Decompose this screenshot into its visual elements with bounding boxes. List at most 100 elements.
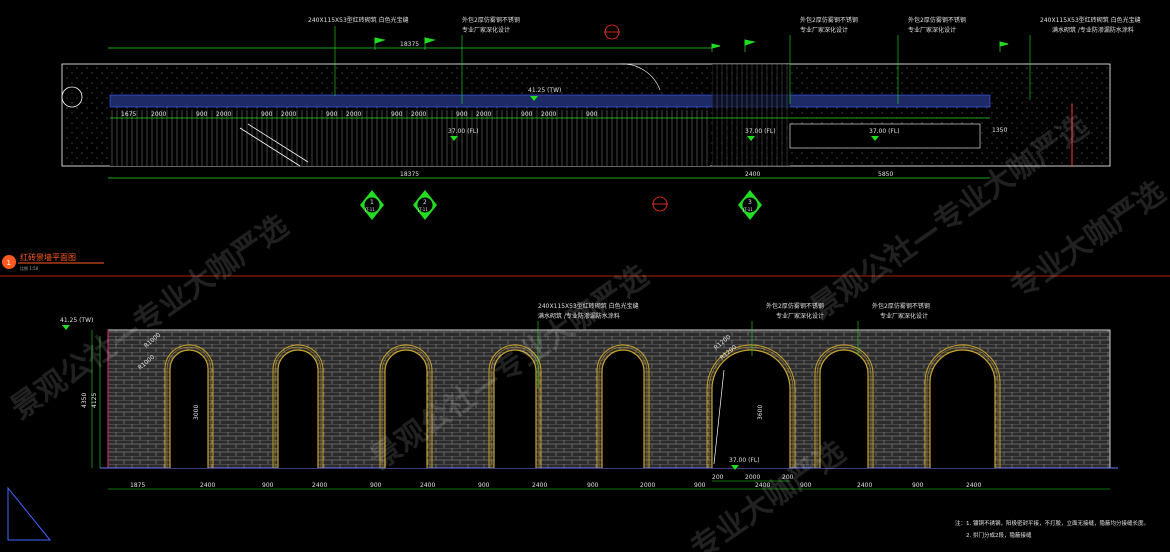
elevation-opening-width: 2000 bbox=[745, 474, 760, 481]
plan-dim-top-label: 18375 bbox=[400, 41, 419, 48]
plan-mid-dim-label: 900 bbox=[261, 111, 273, 118]
plan-door-arc bbox=[619, 63, 661, 91]
elevation-level-tw: 41.25 (TW) bbox=[60, 317, 93, 324]
plan-title-badge bbox=[2, 255, 16, 269]
plan-dim-bottom-mid: 2400 bbox=[745, 171, 760, 178]
arch-7 bbox=[814, 344, 874, 468]
plan-mid-dim-label: 2000 bbox=[216, 111, 231, 118]
elevation-height-3600: 3600 bbox=[757, 405, 764, 420]
plan-mid-dim-label: 900 bbox=[456, 111, 468, 118]
plan-section-marker-3: 3 JT-11 bbox=[738, 190, 762, 220]
elevation-level-fl-marker bbox=[731, 465, 739, 470]
elevation-height-3000: 3000 bbox=[193, 405, 200, 420]
elevation-bottom-dim-label: 2000 bbox=[640, 482, 655, 489]
plan-title-badge-number: 1 bbox=[7, 259, 11, 267]
elevation-label-steel-1: 外包2厚仿雾钢不锈钢 bbox=[766, 302, 824, 310]
elevation-level-fl: 37.00 (FL) bbox=[729, 457, 760, 464]
arch-8 bbox=[924, 344, 1001, 468]
elevation-arches bbox=[164, 344, 1001, 468]
watermark-text-5: 专业大咖严选 bbox=[1005, 175, 1170, 307]
plan-hatch-area-right bbox=[712, 64, 790, 166]
elevation-label-steel-2: 外包2厚仿雾钢不锈钢 bbox=[872, 302, 930, 310]
svg-text:JT-11: JT-11 bbox=[417, 207, 428, 212]
notes-line-2: 2. 拱门分成2段，隐蔽接缝 bbox=[966, 531, 1032, 539]
plan-level-fl-3: 37.00 (FL) bbox=[869, 128, 900, 135]
elevation-level-tw-marker bbox=[62, 325, 70, 330]
plan-diagonal-ramp-2 bbox=[247, 123, 309, 163]
elevation-bottom-dim-label: 2400 bbox=[966, 482, 981, 489]
plan-level-fl-1: 37.00 (FL) bbox=[448, 128, 479, 135]
elevation-view: 41.25 (TW) 37.00 (FL) 4350 4125 3000 360… bbox=[60, 302, 1118, 490]
plan-label-steel-3: 外包2厚仿雾钢不锈钢 bbox=[908, 16, 966, 24]
svg-text:1: 1 bbox=[370, 199, 374, 206]
plan-flag-markers bbox=[374, 37, 1009, 52]
plan-section-marker-2: 2 JT-11 bbox=[413, 190, 437, 220]
elevation-bottom-dim-label: 900 bbox=[587, 482, 599, 489]
arch-4 bbox=[488, 344, 542, 468]
plan-mid-dim-label: 2000 bbox=[411, 111, 426, 118]
svg-text:JT-11: JT-11 bbox=[742, 207, 753, 212]
plan-level-fl-3-marker bbox=[871, 136, 879, 141]
arch-6 bbox=[706, 344, 796, 468]
arch-2 bbox=[272, 344, 324, 468]
svg-text:3: 3 bbox=[748, 199, 752, 206]
plan-level-fl-1-marker bbox=[450, 136, 458, 141]
elevation-label-brick: 240X115X53型红砖砌筑 白色光宝缝 bbox=[538, 302, 639, 310]
arch-3 bbox=[379, 344, 433, 468]
elevation-bottom-dimension-labels: 1875 2400 900 2400 900 2400 900 2400 900 2000 900 2… bbox=[130, 482, 981, 489]
plan-end-circle bbox=[61, 86, 83, 108]
plan-diagonal-ramp bbox=[239, 127, 301, 167]
plan-label-design-1: 专业厂家深化设计 bbox=[462, 26, 510, 34]
elevation-bottom-dim-label: 900 bbox=[694, 482, 706, 489]
notes-line-1: 注：1. 镀铜不锈钢，阳极密封平接，不打胶，立面无接缝，隐蔽均分接缝长度。 bbox=[955, 519, 1149, 527]
elevation-bottom-dim-label: 900 bbox=[262, 482, 274, 489]
corner-triangle-symbol bbox=[7, 486, 52, 541]
elevation-bottom-dim-label: 2400 bbox=[532, 482, 547, 489]
elevation-bottom-dim-label: 2400 bbox=[857, 482, 872, 489]
plan-mid-dim-label: 2000 bbox=[151, 111, 166, 118]
elevation-label-waterproof: 满水砌筑 /专业防渗漏防水涂料 bbox=[538, 312, 620, 320]
elevation-bottom-dim-label: 900 bbox=[478, 482, 490, 489]
plan-wall-band bbox=[109, 94, 991, 108]
elevation-label-design-1: 专业厂家深化设计 bbox=[776, 312, 824, 320]
elevation-bottom-dim-label: 1875 bbox=[130, 482, 145, 489]
plan-view: 18375 1675 2000 900 2000 900 2000 900 2000 900 20… bbox=[2, 16, 1141, 271]
elevation-small-dim-2: 200 bbox=[782, 474, 794, 481]
plan-level-fl-2: 37.00 (FL) bbox=[745, 128, 776, 135]
elevation-bottom-dim-label: 2400 bbox=[312, 482, 327, 489]
plan-label-waterproof: 满水砌筑 /专业防渗漏防水涂料 bbox=[1052, 26, 1134, 34]
plan-hatch-area bbox=[110, 110, 710, 166]
plan-title: 红砖景墙平面图 bbox=[20, 252, 76, 262]
plan-level-tw-marker bbox=[530, 96, 538, 101]
elevation-bottom-dim-label: 2400 bbox=[200, 482, 215, 489]
elevation-bottom-dim-label: 2400 bbox=[755, 482, 770, 489]
plan-level-fl-2-marker bbox=[747, 136, 755, 141]
plan-label-steel-1: 外包2厚仿雾钢不锈钢 bbox=[462, 16, 520, 24]
plan-axis-symbol-bottom bbox=[652, 196, 668, 212]
plan-level-tw: 41.25 (TW) bbox=[528, 87, 561, 94]
plan-mid-dim-label: 900 bbox=[521, 111, 533, 118]
plan-mid-dim-label: 2000 bbox=[541, 111, 556, 118]
elevation-bottom-dim-label: 900 bbox=[912, 482, 924, 489]
elevation-bottom-dim-label: 900 bbox=[370, 482, 382, 489]
plan-pool-area bbox=[789, 123, 981, 149]
plan-mid-dim-label: 1675 bbox=[121, 111, 136, 118]
elevation-bottom-dim-label: 2400 bbox=[420, 482, 435, 489]
plan-section-marker-1: 1 JT-11 bbox=[360, 190, 384, 220]
plan-mid-dim-label: 2000 bbox=[281, 111, 296, 118]
svg-text:JT-11: JT-11 bbox=[364, 207, 375, 212]
plan-label-design-2: 专业厂家深化设计 bbox=[800, 26, 848, 34]
svg-text:2: 2 bbox=[423, 199, 427, 206]
plan-mid-dim-label: 2000 bbox=[476, 111, 491, 118]
elevation-bottom-dim-label: 900 bbox=[800, 482, 812, 489]
plan-label-brick-2: 240X115X53型红砖砌筑 白色光宝缝 bbox=[1040, 16, 1141, 24]
plan-dim-bottom-right: 5850 bbox=[878, 171, 893, 178]
plan-scale: 比例 1:50 bbox=[20, 265, 39, 271]
plan-mid-dim-label: 900 bbox=[326, 111, 338, 118]
plan-label-design-3: 专业厂家深化设计 bbox=[908, 26, 956, 34]
plan-mid-dim-label: 900 bbox=[586, 111, 598, 118]
plan-dim-bottom-total: 18375 bbox=[400, 171, 419, 178]
plan-mid-dim-label: 2000 bbox=[346, 111, 361, 118]
elevation-small-dim-1: 200 bbox=[712, 474, 724, 481]
